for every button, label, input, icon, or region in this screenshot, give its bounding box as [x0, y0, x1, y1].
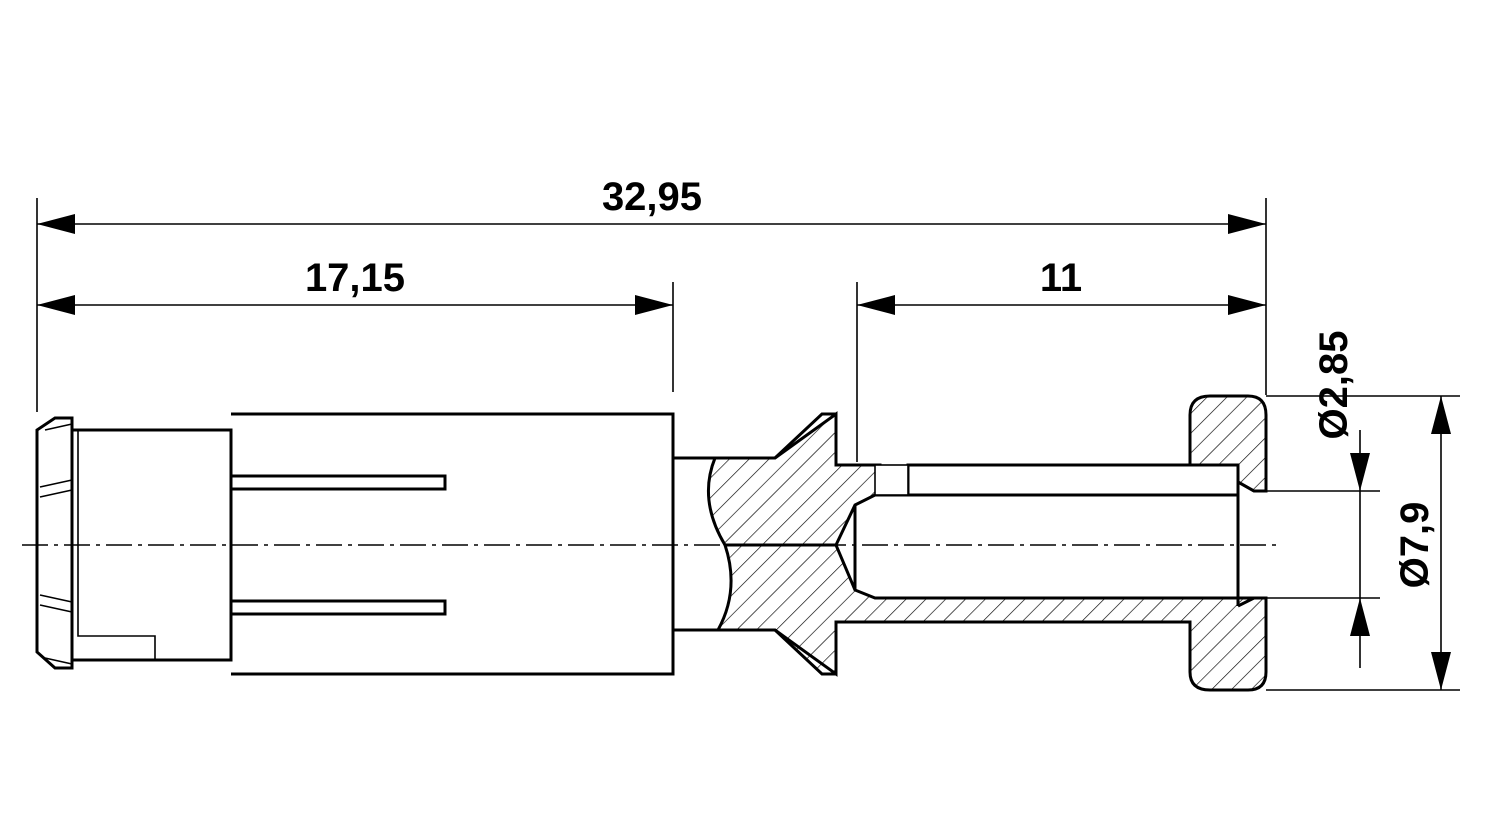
dimension-label-flange: Ø7,9 — [1393, 502, 1437, 589]
dimension-bore-diameter: Ø2,85 — [1312, 331, 1370, 668]
dimension-label-front: 11 — [1040, 256, 1082, 300]
dimension-label-overall: 32,95 — [602, 175, 702, 219]
rear-body — [35, 412, 675, 676]
extension-lines — [36, 198, 1460, 691]
sectioned-front — [706, 394, 1268, 692]
dimension-flange-diameter: Ø7,9 — [1393, 396, 1451, 690]
dimension-label-rear: 17,15 — [305, 256, 405, 300]
dimension-rear-length: 17,15 — [37, 256, 673, 315]
dimension-front-length: 11 — [857, 256, 1266, 315]
dimension-overall-length: 32,95 — [37, 175, 1266, 234]
dimension-label-bore: Ø2,85 — [1312, 331, 1356, 440]
